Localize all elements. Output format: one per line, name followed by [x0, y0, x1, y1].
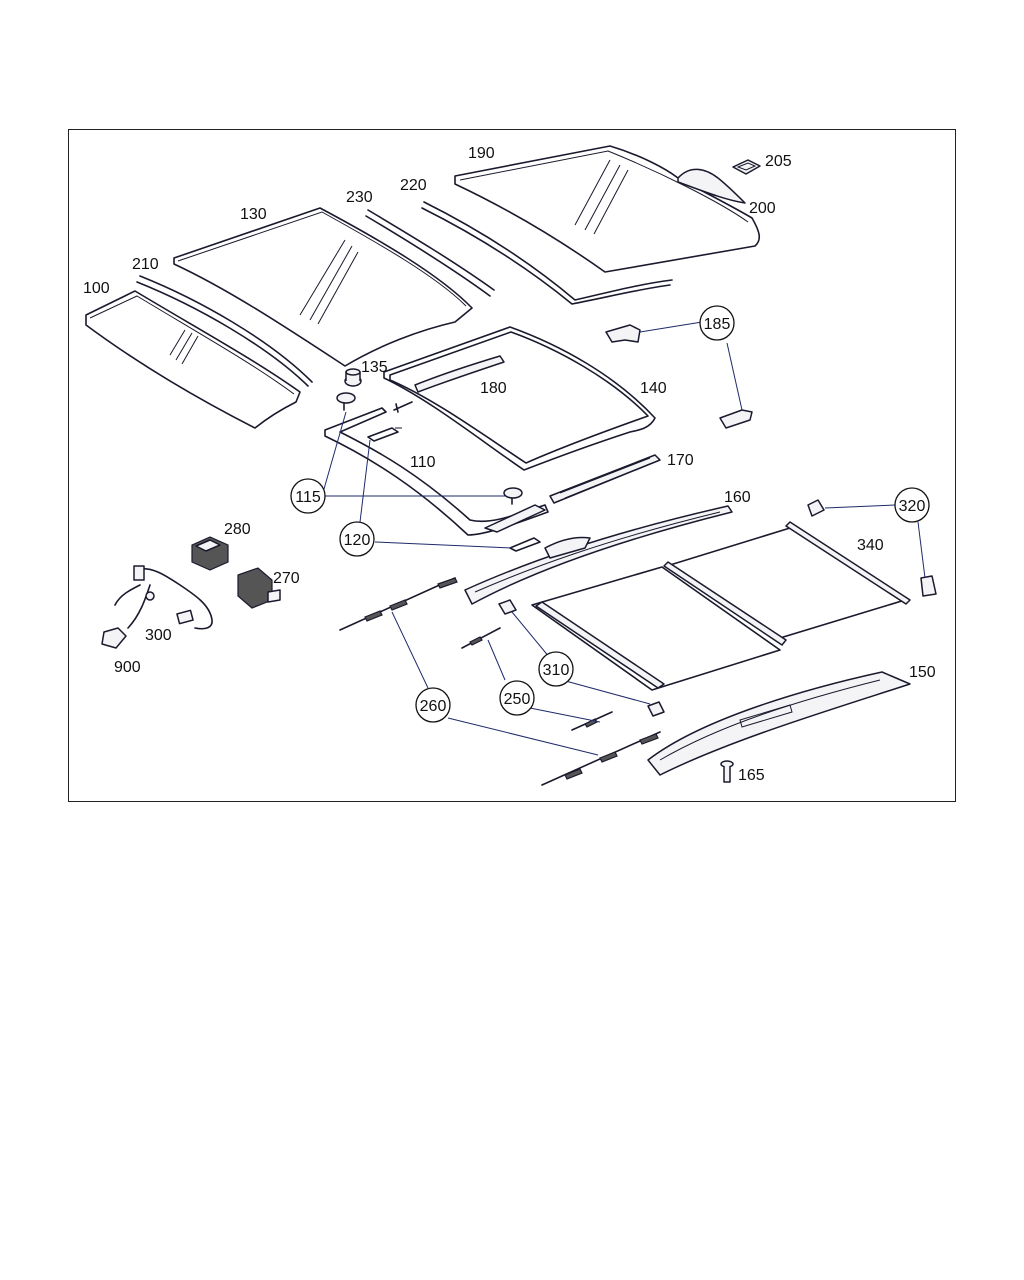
part-160-guide-rail	[464, 505, 733, 605]
part-210-seal-strip	[136, 275, 313, 387]
part-115-stop-left	[336, 392, 356, 411]
part-250-cable-lower	[571, 711, 613, 731]
label-190: 190	[468, 145, 495, 162]
callout-120: 120	[339, 521, 375, 557]
part-185-bracket-upper	[605, 324, 641, 343]
part-260-cable-lower	[541, 731, 661, 786]
part-170-deflector	[549, 454, 661, 504]
part-340-roller-blind	[531, 521, 911, 691]
part-320-clip-lower	[920, 575, 937, 597]
label-200: 200	[749, 200, 776, 217]
part-bracket-small	[393, 401, 413, 413]
label-340: 340	[857, 537, 884, 554]
part-180-strip	[414, 355, 505, 393]
callout-250: 250	[499, 680, 535, 716]
label-170: 170	[667, 452, 694, 469]
leader-lines	[321, 321, 926, 756]
part-200-trim-piece	[677, 168, 746, 204]
part-100-front-glass	[85, 290, 301, 429]
callout-115: 115	[290, 478, 326, 514]
diagram-frame	[68, 129, 956, 802]
callout-320: 320	[894, 487, 930, 523]
part-250-cable-upper	[461, 627, 501, 649]
label-130: 130	[240, 206, 267, 223]
part-120-clip-upper	[367, 427, 402, 442]
label-270: 270	[273, 570, 300, 587]
part-150-side-rail	[647, 671, 911, 776]
part-115-stop-right	[503, 487, 523, 505]
part-135-grommet	[344, 368, 362, 387]
label-210: 210	[132, 256, 159, 273]
label-900: 900	[114, 659, 141, 676]
part-230-seal-strip	[365, 209, 495, 297]
label-165: 165	[738, 767, 765, 784]
label-160: 160	[724, 489, 751, 506]
part-165-screw	[720, 760, 734, 783]
part-120-clip-lower	[509, 537, 541, 552]
part-310-clip-upper	[498, 599, 517, 615]
callout-320-text: 320	[899, 498, 926, 515]
part-110-frame	[324, 407, 549, 536]
part-130-middle-glass	[173, 207, 473, 367]
label-220: 220	[400, 177, 427, 194]
label-100: 100	[83, 280, 110, 297]
part-labels: 100 110 130 135 140 150 160 165 170 180 …	[83, 145, 936, 784]
callout-310: 310	[538, 651, 574, 687]
callout-185-text: 185	[704, 316, 731, 333]
label-110: 110	[410, 454, 436, 471]
callout-120-text: 120	[344, 532, 371, 549]
part-900-connector	[101, 627, 127, 649]
part-140-frame-ring	[383, 326, 656, 471]
callout-115-text: 115	[295, 489, 321, 506]
label-280: 280	[224, 521, 251, 538]
label-150: 150	[909, 664, 936, 681]
callout-260: 260	[415, 687, 451, 723]
part-310-clip-lower	[647, 701, 665, 717]
label-230: 230	[346, 189, 373, 206]
part-320-clip-upper	[807, 499, 825, 517]
part-300-wiring-harness	[114, 565, 213, 630]
label-180: 180	[480, 380, 507, 397]
part-270-motor	[237, 567, 281, 609]
callout-310-text: 310	[543, 662, 570, 679]
label-135: 135	[361, 359, 388, 376]
part-260-cable-upper	[339, 577, 458, 631]
label-140: 140	[640, 380, 667, 397]
part-220-seal-strip	[421, 201, 673, 305]
label-205: 205	[765, 153, 792, 170]
callout-250-text: 250	[504, 691, 531, 708]
callout-185: 185	[699, 305, 735, 341]
part-205-pad	[732, 159, 761, 175]
part-185-bracket-lower	[719, 409, 753, 429]
part-280-motor	[191, 536, 229, 571]
label-300: 300	[145, 627, 172, 644]
callout-260-text: 260	[420, 698, 447, 715]
